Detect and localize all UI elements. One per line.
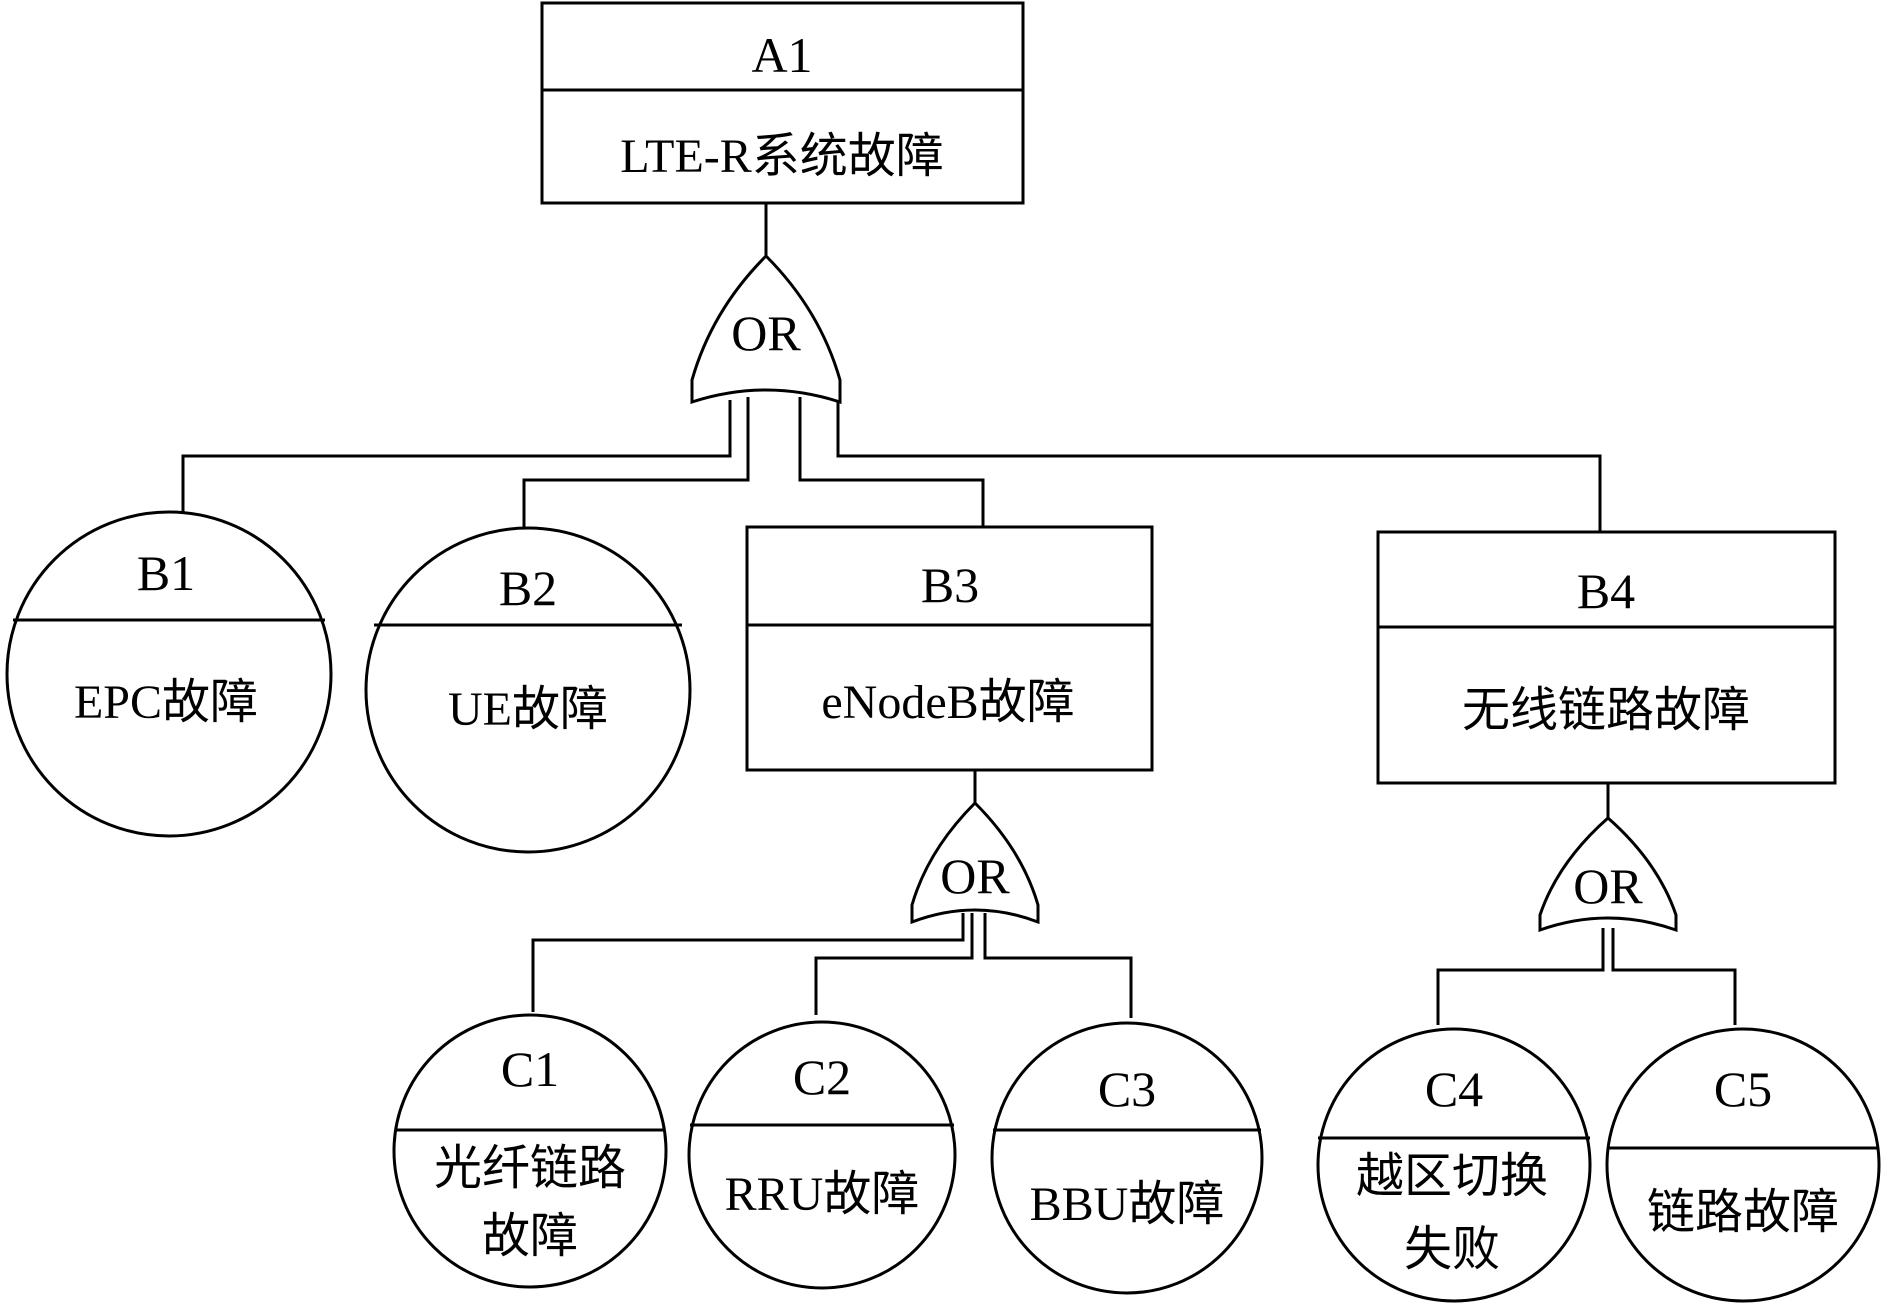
node-b4: B4 无线链路故障 (1376, 530, 1837, 785)
node-a1-label: LTE-R系统故障 (620, 130, 944, 183)
node-b2-label: UE故障 (448, 683, 608, 736)
or-gate-top-label: OR (731, 305, 801, 361)
or-gate-b4-shape (1538, 816, 1678, 933)
node-c5: C5 链路故障 (1605, 1027, 1881, 1303)
or-gate-b3-label: OR (940, 848, 1010, 904)
node-c3-code: C3 (1098, 1061, 1156, 1117)
node-c2-code: C2 (793, 1049, 851, 1105)
node-b3-code: B3 (921, 557, 979, 613)
node-b4-label: 无线链路故障 (1462, 684, 1750, 737)
node-b2: B2 UE故障 (364, 526, 692, 854)
node-a1-code: A1 (751, 27, 812, 83)
or-gate-top-shape (690, 253, 842, 405)
node-b1-circle (5, 510, 333, 838)
node-b1: B1 EPC故障 (5, 510, 333, 838)
or-gate-b3-shape (910, 800, 1040, 925)
node-b2-code: B2 (499, 560, 557, 616)
node-c2-label: RRU故障 (725, 1168, 920, 1221)
node-b4-box (1376, 530, 1837, 785)
node-c1-circle (392, 1013, 668, 1289)
or-gate-b4: OR (1538, 816, 1678, 933)
node-c1-label-line1: 光纤链路 (434, 1142, 626, 1195)
node-a1: A1 LTE-R系统故障 (540, 1, 1025, 205)
node-c4-code: C4 (1425, 1061, 1483, 1117)
node-c4-label-line2: 失败 (1404, 1223, 1500, 1276)
node-c1-label-line2: 故障 (482, 1210, 578, 1263)
node-b2-circle (364, 526, 692, 854)
node-c3-circle (990, 1021, 1264, 1295)
node-c2-circle (687, 1020, 957, 1290)
node-c1: C1 光纤链路 故障 (392, 1013, 668, 1289)
node-c4-label-line1: 越区切换 (1356, 1150, 1548, 1203)
node-c4-circle (1316, 1027, 1592, 1303)
node-b3-box (745, 525, 1154, 772)
or-gate-top: OR (690, 253, 842, 405)
node-c3-label: BBU故障 (1030, 1178, 1225, 1231)
node-b3: B3 eNodeB故障 (745, 525, 1154, 772)
or-gate-b3: OR (910, 800, 1040, 925)
node-b1-code: B1 (137, 545, 195, 601)
node-c5-label: 链路故障 (1647, 1186, 1839, 1239)
node-c3: C3 BBU故障 (990, 1021, 1264, 1295)
node-c4: C4 越区切换 失败 (1316, 1027, 1592, 1303)
node-c5-code: C5 (1714, 1061, 1772, 1117)
node-a1-box (540, 1, 1025, 205)
connectors (181, 203, 1737, 1025)
or-gate-b4-label: OR (1573, 858, 1643, 914)
node-b4-code: B4 (1577, 563, 1635, 619)
node-c1-code: C1 (501, 1041, 559, 1097)
node-b3-label: eNodeB故障 (821, 676, 1074, 729)
node-c5-circle (1605, 1027, 1881, 1303)
node-c2: C2 RRU故障 (687, 1020, 957, 1290)
node-b1-label: EPC故障 (74, 676, 258, 729)
